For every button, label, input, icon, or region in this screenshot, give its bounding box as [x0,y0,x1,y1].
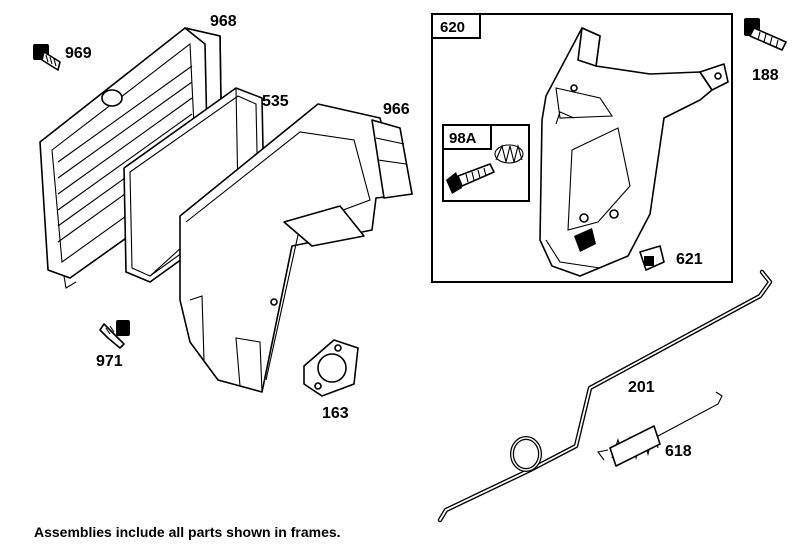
label-971: 971 [96,353,123,370]
screw-188 [744,18,787,51]
spring-98a [494,143,524,164]
clip-621 [639,245,665,271]
label-620: 620 [440,19,465,36]
label-968: 968 [210,13,237,30]
governor-spring-618 [597,391,723,467]
screw-98a [446,163,495,194]
governor-link-201 [437,269,773,523]
label-966: 966 [383,101,410,118]
label-201: 201 [628,379,655,396]
frame-98a [442,124,530,202]
label-535: 535 [262,93,289,110]
frames-note: Assemblies include all parts shown in fr… [34,524,341,540]
label-618: 618 [665,443,692,460]
label-163: 163 [322,405,349,422]
label-188: 188 [752,67,779,84]
label-969: 969 [65,45,92,62]
screw-971 [99,320,130,349]
screw-969 [33,44,61,71]
label-98a: 98A [449,130,477,147]
gasket-163 [303,339,359,397]
label-621: 621 [676,251,703,268]
frame-620 [431,13,733,283]
air-cleaner-housing [179,103,413,393]
control-bracket [539,27,729,277]
